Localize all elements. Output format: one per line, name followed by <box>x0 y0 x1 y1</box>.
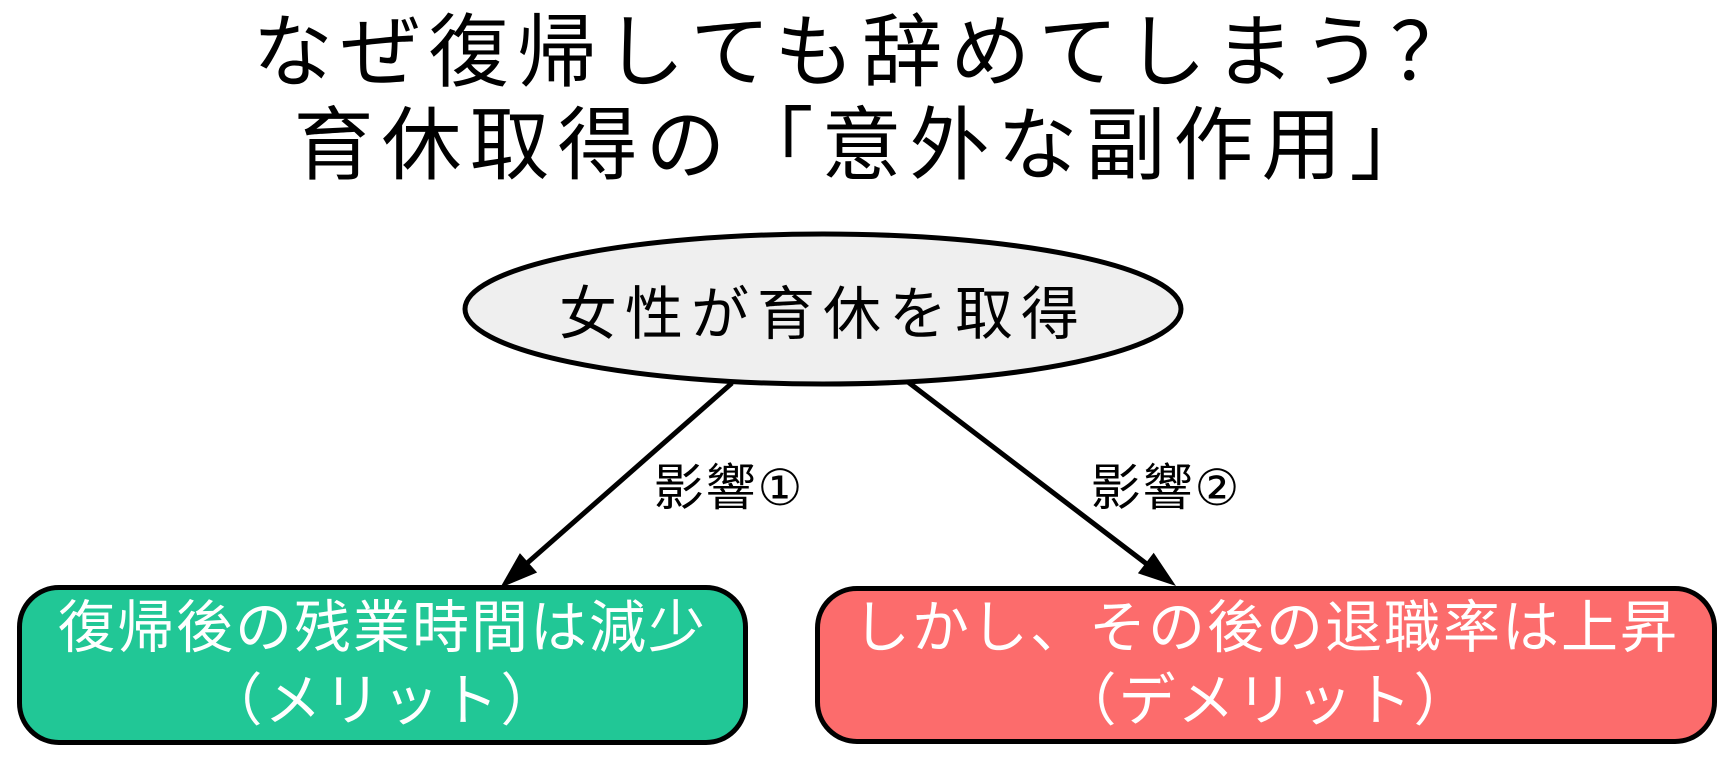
diagram-title: なぜ復帰しても辞めてしまう？ 育休取得の「意外な副作用」 <box>0 6 1731 192</box>
edge-effect-2-arrow-line <box>906 380 1150 567</box>
diagram-title-line2: 育休取得の「意外な副作用」 <box>293 101 1438 190</box>
demerit-outcome-line1: しかし、その後の退職率は上昇 <box>853 596 1679 660</box>
merit-outcome-line1: 復帰後の残業時間は減少 <box>58 596 707 660</box>
merit-outcome-box: 復帰後の残業時間は減少 （メリット） <box>17 585 748 745</box>
root-node-label: 女性が育休を取得 <box>558 282 1087 347</box>
edge-effect-2-arrowhead-icon <box>1137 552 1176 586</box>
demerit-outcome-line2: （デメリット） <box>1059 669 1473 733</box>
edge-effect-1-arrowhead-icon <box>500 553 538 588</box>
root-node-ellipse <box>462 231 1184 387</box>
demerit-outcome-box: しかし、その後の退職率は上昇 （デメリット） <box>815 586 1717 744</box>
edge-effect-2-label: 影響② <box>1090 460 1242 516</box>
edge-effect-1-arrow-line <box>523 381 734 567</box>
merit-outcome-line2: （メリット） <box>205 669 560 733</box>
diagram-title-line1: なぜ復帰しても辞めてしまう？ <box>252 8 1479 97</box>
edge-effect-1-label: 影響① <box>653 460 805 516</box>
